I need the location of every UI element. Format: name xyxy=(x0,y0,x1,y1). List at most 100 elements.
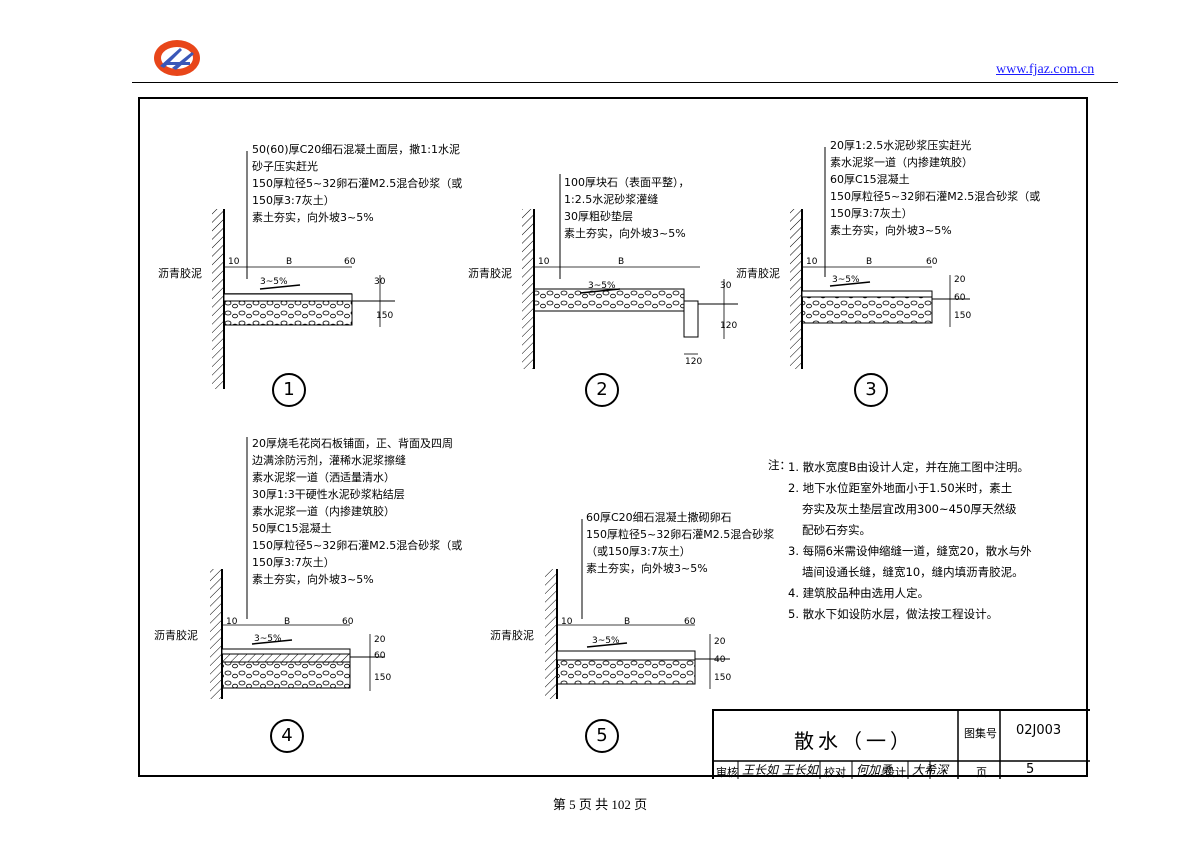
asphalt-mastic-tag: 沥青胶泥 xyxy=(490,629,534,642)
layer-text: 素水泥浆一道（内掺建筑胶） xyxy=(830,156,973,169)
dim-thk-1: 20 xyxy=(954,275,966,285)
note-item: 5. 散水下如设防水层，做法按工程设计。 xyxy=(788,607,999,621)
dim-edge: 60 xyxy=(342,617,354,627)
dim-slope: 3~5% xyxy=(588,281,616,291)
atlas-label: 图集号 xyxy=(964,727,997,740)
layer-text: 100厚块石（表面平整）， xyxy=(564,176,690,189)
layer-text: 150厚粒径5~32卵石灌M2.5混合砂浆 xyxy=(586,528,775,541)
detail-3 xyxy=(790,147,970,369)
dim-thk-3: 150 xyxy=(374,673,392,683)
check-label: 校对 xyxy=(824,766,846,779)
layer-text: 20厚烧毛花岗石板铺面，正、背面及四周 xyxy=(252,437,453,450)
note-item: 3. 每隔6米需设伸缩缝一道，缝宽20，散水与外 xyxy=(788,544,1032,558)
note-item: 夯实及灰土垫层宜改用300~450厚天然级 xyxy=(802,502,1017,516)
layer-text: 20厚1:2.5水泥砂浆压实赶光 xyxy=(830,139,972,152)
review-label: 审核 xyxy=(716,766,738,779)
detail-number-5: 5 xyxy=(585,719,619,753)
detail-2-layers: 100厚块石（表面平整）， 1:2.5水泥砂浆灌缝 30厚粗砂垫层 素土夯实，向… xyxy=(564,174,690,242)
layer-text: 素土夯实，向外坡3~5% xyxy=(586,562,708,575)
page-label: 页 xyxy=(976,766,987,779)
layer-text: 素土夯实，向外坡3~5% xyxy=(564,227,686,240)
layer-text: 素土夯实，向外坡3~5% xyxy=(252,573,374,586)
layer-text: 1:2.5水泥砂浆灌缝 xyxy=(564,193,659,206)
note-item: 2. 地下水位距室外地面小于1.50米时，素土 xyxy=(788,481,1013,495)
layer-text: 30厚粗砂垫层 xyxy=(564,210,633,223)
header-divider xyxy=(132,82,1118,83)
dim-wall-gap: 10 xyxy=(228,257,240,267)
asphalt-mastic-tag: 沥青胶泥 xyxy=(154,629,198,642)
detail-5-layers: 60厚C20细石混凝土撒砌卵石 150厚粒径5~32卵石灌M2.5混合砂浆 （或… xyxy=(586,509,774,577)
dim-slope: 3~5% xyxy=(260,277,288,287)
detail-4-layers: 20厚烧毛花岗石板铺面，正、背面及四周 边满涂防污剂，灌稀水泥浆擦缝 素水泥浆一… xyxy=(252,435,462,588)
dim-thk-1: 30 xyxy=(374,277,386,287)
detail-1-layers: 50(60)厚C20细石混凝土面层，撒1:1水泥 砂子压实赶光 150厚粒径5~… xyxy=(252,141,462,226)
layer-text: 砂子压实赶光 xyxy=(252,160,318,173)
detail-5 xyxy=(545,519,730,699)
dim-thk-2: 150 xyxy=(376,311,394,321)
dim-thk-2: 40 xyxy=(714,655,726,665)
page-number: 5 xyxy=(1026,762,1035,777)
dim-wall-gap: 10 xyxy=(561,617,573,627)
dim-thk-1: 20 xyxy=(374,635,386,645)
dim-width: B xyxy=(866,257,873,267)
construction-details-drawing xyxy=(210,147,1090,779)
detail-number-4: 4 xyxy=(270,719,304,753)
dim-slope: 3~5% xyxy=(592,636,620,646)
layer-text: 边满涂防污剂，灌稀水泥浆擦缝 xyxy=(252,454,406,467)
dim-wall-gap: 10 xyxy=(806,257,818,267)
dim-edge: 60 xyxy=(684,617,696,627)
company-logo xyxy=(154,40,200,76)
layer-text: 60厚C15混凝土 xyxy=(830,173,910,186)
dim-thk-1: 20 xyxy=(714,637,726,647)
layer-text: 60厚C20细石混凝土撒砌卵石 xyxy=(586,511,732,524)
asphalt-mastic-tag: 沥青胶泥 xyxy=(736,267,780,280)
detail-number-3: 3 xyxy=(854,373,888,407)
layer-text: 50(60)厚C20细石混凝土面层，撒1:1水泥 xyxy=(252,143,460,156)
layer-text: 150厚粒径5~32卵石灌M2.5混合砂浆（或 xyxy=(830,190,1041,203)
layer-text: 素水泥浆一道（内掺建筑胶） xyxy=(252,505,395,518)
dim-wall-gap: 10 xyxy=(226,617,238,627)
detail-1 xyxy=(212,151,395,389)
note-item: 4. 建筑胶品种由选用人定。 xyxy=(788,586,930,600)
dim-wall-gap: 10 xyxy=(538,257,550,267)
dim-curb-width: 120 xyxy=(685,357,703,367)
title-block: 散水（一） 图集号 02J003 审核 王长如 王长如 校对 何加勇 设计 大希… xyxy=(712,709,1090,779)
dim-width: B xyxy=(284,617,291,627)
design-signature: 大希深 xyxy=(912,763,949,777)
layer-text: 150厚粒径5~32卵石灌M2.5混合砂浆（或 xyxy=(252,177,463,190)
layer-text: 150厚3:7灰土） xyxy=(252,194,335,207)
dim-edge: 60 xyxy=(926,257,938,267)
drawing-sheet: 50(60)厚C20细石混凝土面层，撒1:1水泥 砂子压实赶光 150厚粒径5~… xyxy=(138,97,1090,779)
note-item: 配砂石夯实。 xyxy=(802,523,871,537)
dim-thk-2: 60 xyxy=(954,293,966,303)
dim-thk-1: 30 xyxy=(720,281,732,291)
detail-2 xyxy=(522,174,738,369)
note-item: 墙间设通长缝，缝宽10，缝内填沥青胶泥。 xyxy=(802,565,1024,579)
dim-width: B xyxy=(624,617,631,627)
layer-text: 素土夯实，向外坡3~5% xyxy=(830,224,952,237)
asphalt-mastic-tag: 沥青胶泥 xyxy=(158,267,202,280)
design-label: 设计 xyxy=(884,766,906,779)
dim-thk-2: 60 xyxy=(374,651,386,661)
layer-text: 150厚3:7灰土） xyxy=(252,556,335,569)
dim-slope: 3~5% xyxy=(832,275,860,285)
layer-text: 素水泥浆一道（洒适量清水） xyxy=(252,471,395,484)
notes-list: 1. 散水宽度B由设计人定，并在施工图中注明。 2. 地下水位距室外地面小于1.… xyxy=(788,457,1032,625)
page-footer: 第 5 页 共 102 页 xyxy=(552,797,648,812)
layer-text: 150厚3:7灰土） xyxy=(830,207,913,220)
detail-number-1: 1 xyxy=(272,373,306,407)
atlas-number: 02J003 xyxy=(1016,723,1062,738)
layer-text: 50厚C15混凝土 xyxy=(252,522,332,535)
dim-thk-3: 150 xyxy=(714,673,732,683)
layer-text: （或150厚3:7灰土） xyxy=(586,545,691,558)
layer-text: 150厚粒径5~32卵石灌M2.5混合砂浆（或 xyxy=(252,539,463,552)
check-signature: 何加勇 xyxy=(856,763,893,777)
dim-thk-3: 150 xyxy=(954,311,972,321)
dim-thk-2: 120 xyxy=(720,321,738,331)
layer-text: 素土夯实，向外坡3~5% xyxy=(252,211,374,224)
site-url-link[interactable]: www.fjaz.com.cn xyxy=(996,62,1095,77)
detail-4 xyxy=(210,437,385,699)
dim-width: B xyxy=(618,257,625,267)
dim-slope: 3~5% xyxy=(254,634,282,644)
asphalt-mastic-tag: 沥青胶泥 xyxy=(468,267,512,280)
